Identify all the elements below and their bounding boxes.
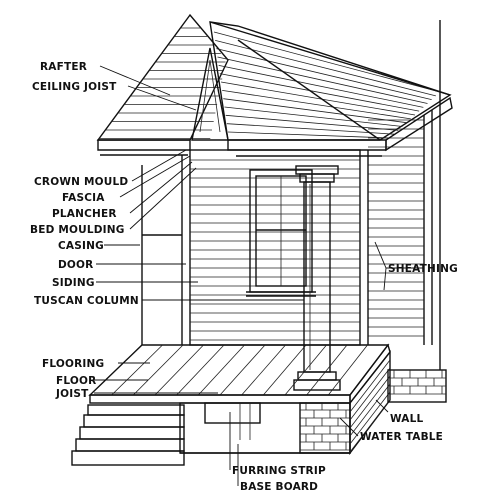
hatch-line [225,114,399,131]
hatch-line [284,344,327,396]
hatch-line [198,344,245,396]
hatch-line [224,106,403,127]
hatch-line [223,98,407,124]
hatch-line [349,391,391,445]
label-floor-joist-2: JOIST [55,388,89,400]
label-bed-moulding: BED MOULDING [30,224,125,236]
label-casing: CASING [58,240,104,252]
label-base-board: BASE BOARD [240,481,318,493]
hatch-line [227,131,391,139]
hatch-line [219,73,420,112]
leader-lines [94,65,424,486]
hatch-line [349,375,391,429]
hatch-line [222,89,411,120]
label-sheathing: SHEATHING [388,263,458,275]
label-floor-joist-1: FLOOR [56,375,96,387]
label-plancher: PLANCHER [52,208,117,220]
hatch-line [218,64,424,108]
steps [71,404,185,466]
hatch-line [328,344,368,396]
left-wall [141,155,183,345]
hatch-line [263,344,307,396]
label-door: DOOR [58,259,93,271]
hatch-line [217,56,428,104]
hatch-line [349,383,391,437]
hatch-line [226,123,395,135]
label-water-table: WATER TABLE [360,431,443,443]
porch-floor [88,343,391,406]
tuscan-column [293,165,341,391]
hatch-line [220,81,416,116]
main-roof [209,21,453,157]
label-siding: SIDING [52,277,95,289]
left-roof [96,13,229,156]
hatch-line [216,48,432,101]
label-wall: WALL [390,413,424,425]
hatch-line [349,367,391,421]
hatch-line [213,31,441,93]
window [246,169,316,297]
hatch-line [349,359,391,413]
hatch-line [349,399,391,453]
hatch-line [241,344,286,396]
hatch-line [154,344,204,396]
foundation [179,349,447,456]
label-crown-mould: CROWN MOULD [34,176,128,188]
hatch-line [176,344,225,396]
hatch-line [133,344,184,396]
front-wall [189,149,369,346]
hatch-line [219,344,266,396]
hatch-line [111,344,163,396]
label-furring-strip: FURRING STRIP [232,465,326,477]
label-rafter: RAFTER [40,61,87,73]
label-flooring: FLOORING [42,358,104,370]
label-fascia: FASCIA [62,192,105,204]
label-ceiling-joist: CEILING JOIST [32,81,117,93]
hatch-line [306,344,348,396]
label-tuscan-column: TUSCAN COLUMN [34,295,139,307]
